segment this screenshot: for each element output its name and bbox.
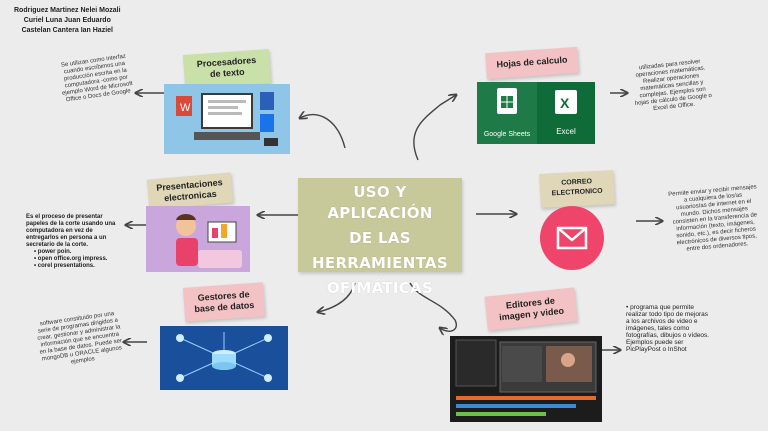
processors-image: W <box>164 84 290 154</box>
google-sheets-label: Google Sheets <box>483 131 531 138</box>
author-2: Curiel Luna Juan Eduardo <box>23 17 111 24</box>
databases-image <box>160 326 288 390</box>
central-line-2: DE LAS <box>349 229 411 247</box>
presentations-bullet-3: • corel presentations. <box>34 263 95 269</box>
editors-image <box>450 336 602 422</box>
databases-tag: Gestores de base de datos <box>182 282 266 322</box>
google-sheets-panel: Google Sheets <box>477 82 537 144</box>
editors-bullet: • programa que permite realizar todo tip… <box>626 304 710 353</box>
central-line-4: OFIMÁTICAS <box>326 279 434 297</box>
authors-block: Rodriguez Martinez Nelei Mozali Curiel L… <box>14 6 121 36</box>
processors-tag: Procesadores de texto <box>182 49 272 89</box>
editors-bullet-text: programa que permite realizar todo tipo … <box>626 304 710 353</box>
central-line-1: USO Y APLICACIÓN <box>327 183 433 222</box>
presentations-note: Es el proceso de presentar papeles de la… <box>26 214 118 270</box>
central-line-3: HERRAMIENTAS <box>312 254 448 272</box>
svg-text:X: X <box>560 95 570 111</box>
presentations-bullet-1: • power poin. <box>34 249 72 255</box>
presentations-bullet-1-text: power poin. <box>37 249 72 255</box>
email-image <box>540 206 604 270</box>
spreadsheets-image: Google Sheets X Excel <box>477 82 595 144</box>
spreadsheets-note: utilizadas para resolver operaciones mat… <box>634 58 713 113</box>
editors-note: • programa que permite realizar todo tip… <box>626 304 712 353</box>
author-1: Rodriguez Martinez Nelei Mozali <box>14 7 121 14</box>
central-topic: USO Y APLICACIÓN DE LAS HERRAMIENTAS OFI… <box>298 178 462 297</box>
email-tag: CORREO ELECTRONICO <box>539 170 615 208</box>
author-3: Castelan Cantera Ian Haziel <box>21 27 113 34</box>
presentations-image <box>146 206 250 272</box>
envelope-icon <box>556 226 588 250</box>
email-note: Permite enviar y recibir mensajes a cual… <box>668 184 758 253</box>
svg-text:W: W <box>180 102 191 114</box>
presentations-bullet-3-text: corel presentations. <box>37 263 95 269</box>
presentations-bullet-2-text: open office.org impress. <box>37 256 108 262</box>
excel-panel: X Excel <box>537 82 595 144</box>
presentations-intro: Es el proceso de presentar papeles de la… <box>26 214 116 248</box>
presentations-bullet-2: • open office.org impress. <box>34 256 108 262</box>
excel-label: Excel <box>556 127 576 136</box>
